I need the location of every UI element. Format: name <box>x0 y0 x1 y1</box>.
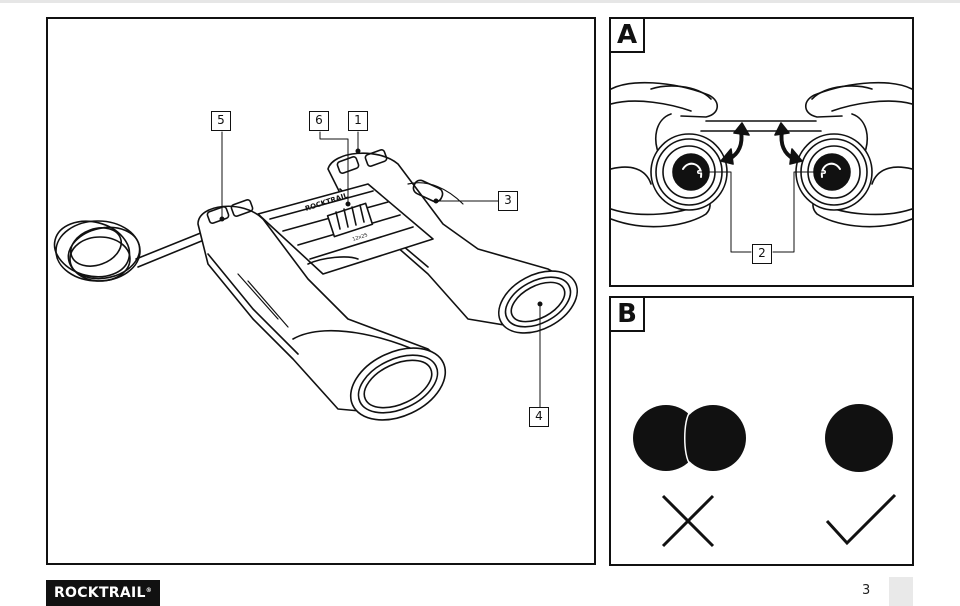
comparison-illustration <box>633 404 897 548</box>
top-divider <box>0 0 960 3</box>
left-barrel <box>197 198 447 421</box>
callout-6: 6 <box>309 111 329 131</box>
panel-letter-a: A <box>609 17 645 53</box>
hands-illustration <box>611 81 912 253</box>
callout-3: 3 <box>498 191 518 211</box>
binocular-model-text: 12x25 <box>352 232 369 243</box>
brand-logo: ROCKTRAIL® <box>46 580 160 606</box>
left-eyepiece <box>650 133 728 211</box>
page-number: 3 <box>862 583 871 598</box>
callout-2: 2 <box>752 244 772 264</box>
page-tab-marker <box>889 577 913 606</box>
single-image-icon <box>825 404 893 472</box>
binoculars-illustration: ROCKTRAIL 12x25 <box>53 131 578 421</box>
panel-b-image-comparison: B <box>609 296 914 566</box>
callout-5: 5 <box>211 111 231 131</box>
cross-icon <box>661 494 715 548</box>
double-image-icon <box>633 405 746 471</box>
leader-lines <box>219 131 543 408</box>
right-eyepiece <box>795 133 873 211</box>
brand-name: ROCKTRAIL <box>53 585 146 601</box>
binoculars-figure-panel: ROCKTRAIL 12x25 5 6 1 3 4 <box>46 17 596 565</box>
rotate-arrow-icon <box>720 122 803 165</box>
callout-4: 4 <box>529 407 549 427</box>
callout-1: 1 <box>348 111 368 131</box>
check-icon <box>825 493 897 546</box>
right-barrel <box>327 148 578 334</box>
panel-a-eyepiece-adjustment: A 2 <box>609 17 914 287</box>
trademark-symbol: ® <box>145 587 153 594</box>
panel-letter-b: B <box>609 296 645 332</box>
leader-lines <box>698 171 825 253</box>
